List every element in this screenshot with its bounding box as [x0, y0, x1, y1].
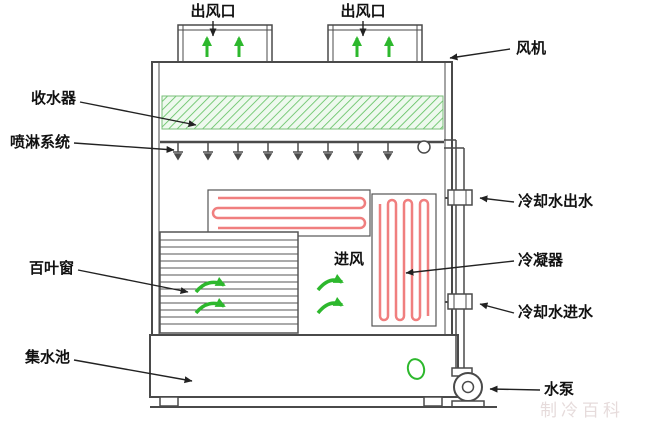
cooling-water-outlet-flange [445, 189, 473, 206]
label-louver: 百叶窗 [29, 259, 74, 277]
arrow-pump [489, 385, 541, 393]
label-cw-outlet: 冷却水出水 [518, 192, 594, 210]
watermark: 制冷百科 [540, 401, 624, 420]
spray-header [160, 140, 444, 154]
arrow-louver [77, 269, 189, 294]
condenser-coil-upper [207, 189, 371, 237]
air-inlet-arrows [194, 273, 344, 315]
arrow-spray-system [73, 142, 175, 153]
drift-eliminator [161, 95, 444, 130]
airflow-up-arrows-left [202, 36, 244, 57]
arrow-water-collector [79, 101, 197, 127]
label-condenser: 冷凝器 [518, 251, 564, 269]
fan-housing-left [177, 24, 273, 63]
label-water-collector: 收水器 [31, 89, 77, 107]
arrow-basin [73, 359, 193, 384]
label-spray-system: 喷淋系统 [10, 133, 70, 151]
arrow-fan [449, 48, 511, 61]
riser-pipe [444, 139, 465, 370]
callout-arrows [73, 21, 541, 393]
water-pump-shape [451, 367, 485, 408]
arrow-cw-inlet [479, 302, 515, 314]
arrow-condenser [405, 260, 515, 276]
label-air-inlet: 进风 [334, 251, 364, 268]
label-fan: 风机 [516, 39, 546, 57]
label-air-outlet-left: 出风口 [190, 2, 235, 20]
cooling-water-inlet-flange [445, 293, 473, 310]
fan-housing-right [327, 24, 423, 63]
airflow-up-arrows-right [352, 36, 394, 57]
label-pump: 水泵 [544, 380, 574, 398]
spray-nozzles [173, 142, 393, 161]
label-cw-inlet: 冷却水进水 [518, 303, 594, 321]
label-air-outlet-right: 出风口 [340, 2, 385, 20]
label-basin: 集水池 [24, 348, 70, 366]
arrow-cw-outlet [479, 195, 515, 203]
louver-panel [159, 231, 299, 334]
condenser-coil-right [371, 193, 437, 327]
water-basin-shape [149, 334, 459, 407]
